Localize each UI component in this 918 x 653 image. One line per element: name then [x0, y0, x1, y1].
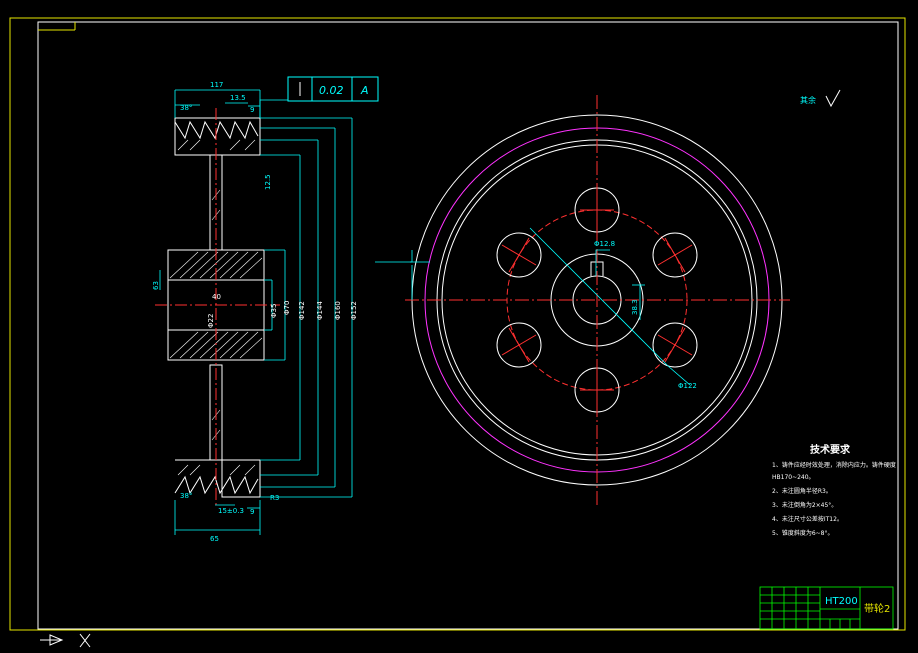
dimension-texts: 117 13.5 9 38° 65 15±0.3 9 38° 63 12.5 R…: [152, 81, 279, 543]
dim-r3: R3: [270, 494, 279, 502]
front-view: [375, 95, 790, 505]
title-material: HT200: [825, 596, 858, 607]
tech-item-1: 1、铸件应经时效处理，消除内应力。铸件硬度: [772, 461, 896, 469]
tolerance-value: 0.02: [319, 84, 344, 97]
dim-front-bore: Φ12.8: [594, 240, 615, 248]
dimension-lines: [159, 89, 353, 535]
tech-item-3: 3、未注倒角为2×45°。: [772, 501, 837, 509]
tech-item-1b: HB170~240。: [772, 474, 815, 481]
dim-angle: 38°: [180, 104, 192, 112]
dim-bottom-edge: 9: [250, 508, 254, 516]
tech-requirements: 技术要求 1、铸件应经时效处理，消除内应力。铸件硬度 HB170~240。 2、…: [772, 443, 896, 537]
dim-bore: Φ22: [207, 314, 215, 328]
dim-roughness-125: 12.5: [264, 174, 272, 190]
dim-bottom-pitch: 15±0.3: [218, 507, 244, 515]
datum-label: A: [360, 84, 369, 97]
section-view: [155, 108, 280, 505]
tech-item-2: 2、未注圆角半径R3。: [772, 487, 832, 495]
inner-frame: [37, 21, 899, 630]
outer-frame: [9, 17, 906, 631]
dim-keyway: 40: [212, 293, 221, 301]
dim-front-pcd: Φ122: [678, 382, 697, 390]
dim-dia-35: Φ35: [270, 304, 278, 318]
tolerance-frame: [287, 76, 379, 102]
title-block: [759, 586, 894, 630]
dim-dia-70: Φ70: [283, 301, 291, 315]
dim-dia-142: Φ142: [298, 301, 306, 320]
dim-dia-152: Φ152: [350, 301, 358, 320]
dim-groove-edge: 9: [250, 106, 254, 114]
dim-side-h: 63: [152, 281, 160, 290]
tech-item-5: 5、锥度斜度为6~8°。: [772, 529, 833, 537]
dim-groove-pitch: 13.5: [230, 94, 246, 102]
dim-bottom-angle: 38°: [180, 492, 192, 500]
roughness-note: 其余: [800, 89, 841, 108]
ucs-icon: [40, 633, 91, 648]
dim-front-key: 38.3: [631, 299, 639, 315]
dim-dia-160: Φ160: [334, 301, 342, 320]
dim-dia-144: Φ144: [316, 301, 324, 320]
tech-item-4: 4、未注尺寸公差按IT12。: [772, 515, 843, 523]
svg-text:其余: 其余: [800, 95, 816, 105]
title-part-name: 带轮2: [864, 602, 890, 615]
tech-title: 技术要求: [810, 443, 851, 456]
dim-bottom-width: 65: [210, 535, 219, 543]
dim-top-width: 117: [210, 81, 223, 89]
